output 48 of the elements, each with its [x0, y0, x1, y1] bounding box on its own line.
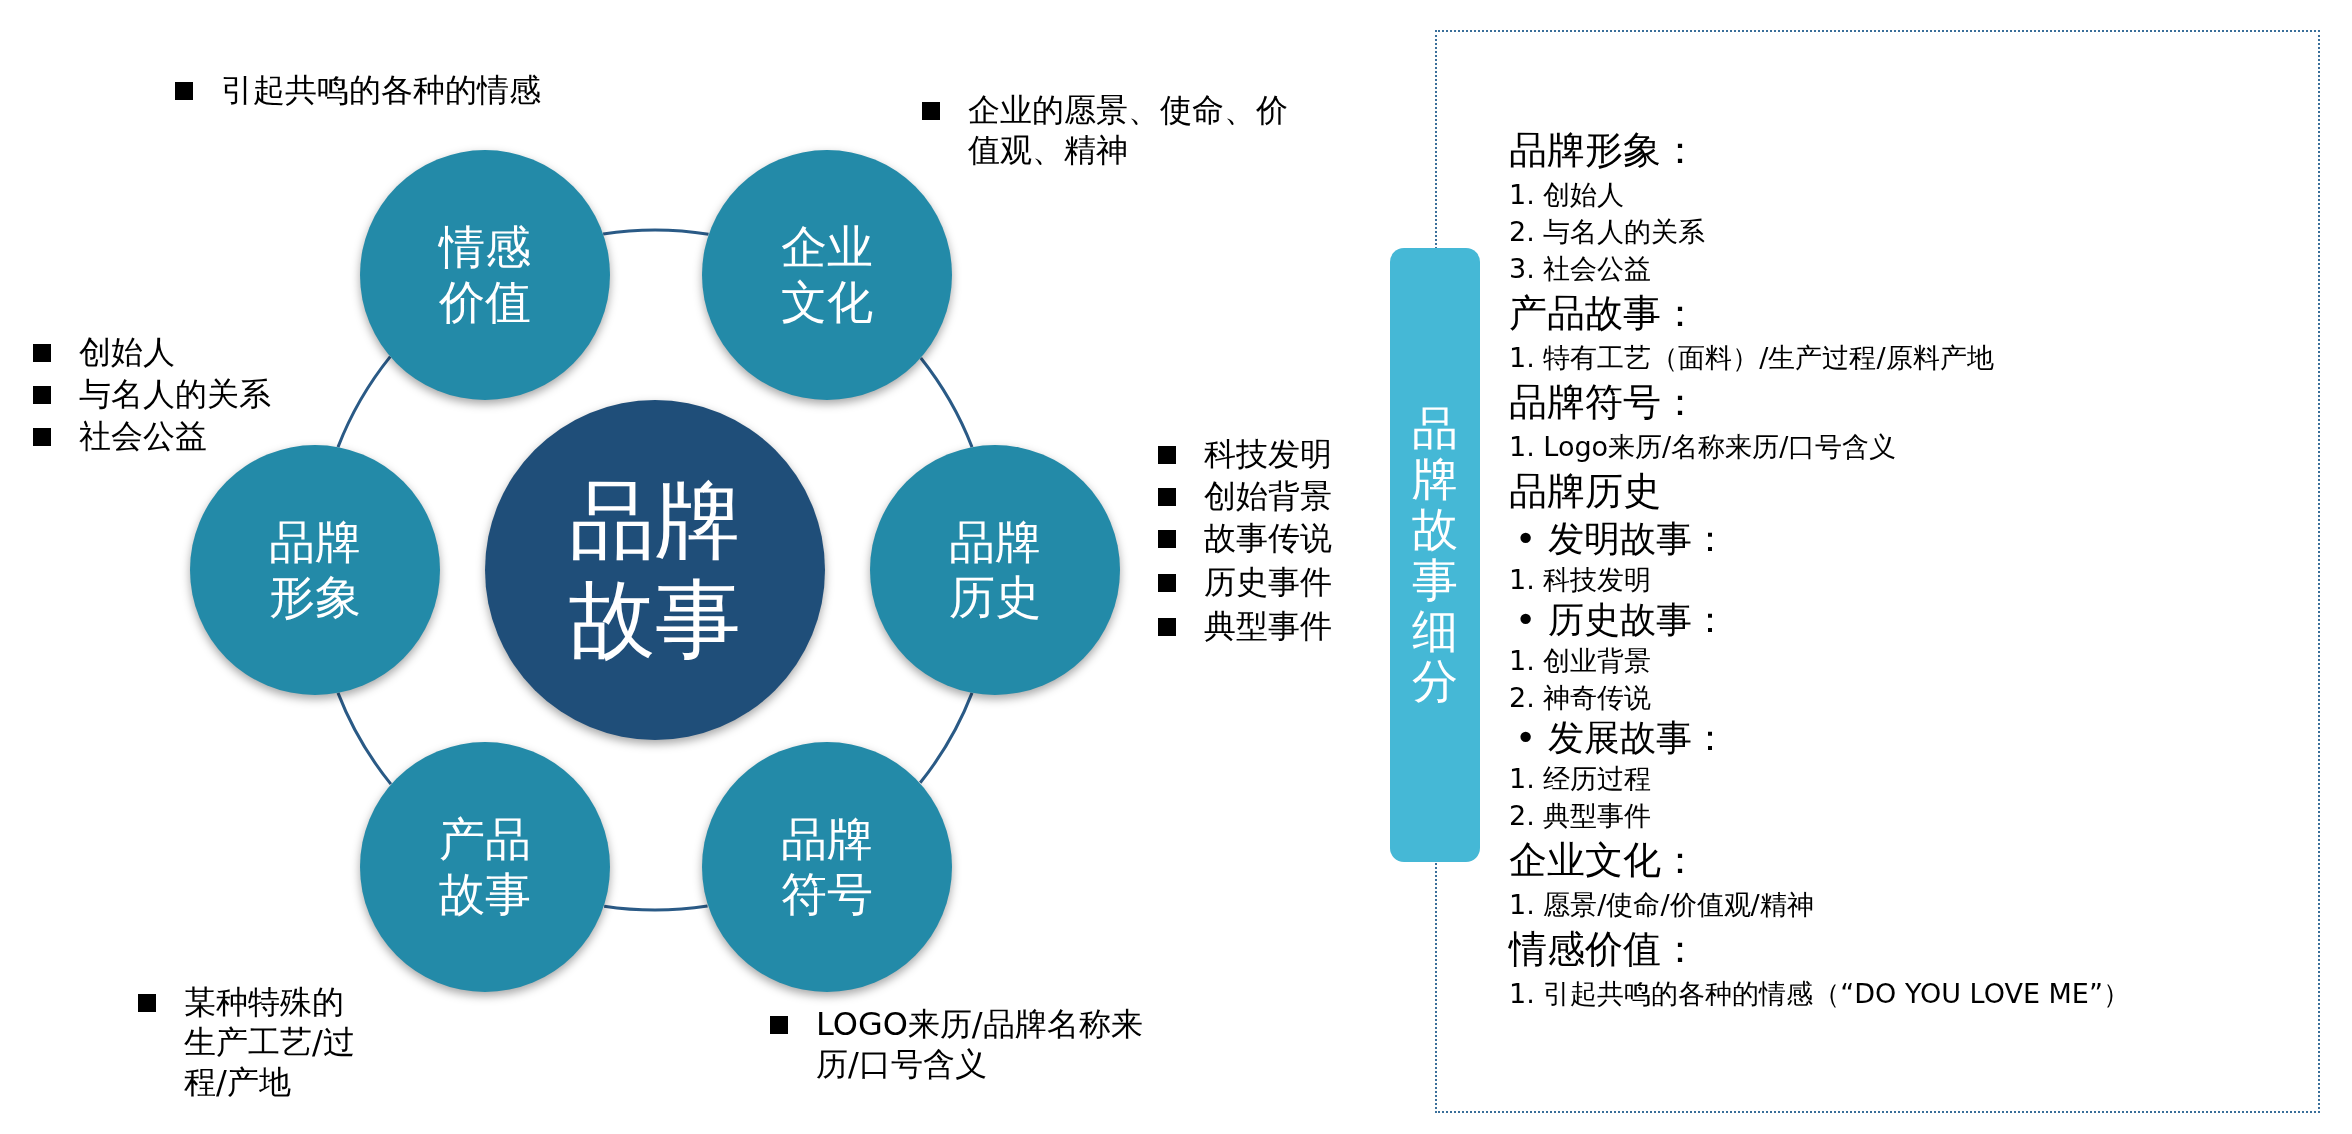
- circle-label: 产品故事: [439, 811, 531, 923]
- list-item: 2. 与名人的关系: [1509, 215, 1707, 249]
- bullet-text: 故事传说: [1204, 518, 1332, 558]
- list-item: 2. 神奇传说: [1509, 681, 1653, 715]
- list-item: 1. Logo来历/名称来历/口号含义: [1509, 430, 1898, 464]
- bullet-text: 某种特殊的生产工艺/过程/产地: [184, 982, 356, 1102]
- bullet-text: 科技发明: [1204, 434, 1332, 474]
- ring-connector: [919, 357, 974, 448]
- list-item: 1. 特有工艺（面料）/生产过程/原料产地: [1509, 341, 1995, 375]
- section-heading: 品牌符号：: [1509, 379, 1700, 426]
- ring-connector: [919, 692, 974, 784]
- vertical-title: 品牌故事细分: [1412, 403, 1458, 707]
- section-heading: 情感价值：: [1509, 926, 1700, 973]
- section-heading: • 历史故事：: [1514, 598, 1729, 642]
- list-item: 1. 经历过程: [1509, 762, 1653, 796]
- list-item: 1. 愿景/使命/价值观/精神: [1509, 888, 1815, 922]
- bullet-text: 社会公益: [79, 416, 207, 456]
- list-item: 1. 创始人: [1509, 178, 1626, 212]
- vertical-title-bar: [1390, 248, 1480, 862]
- circle-label: 情感价值: [439, 219, 531, 331]
- list-item: 1. 创业背景: [1509, 644, 1653, 678]
- ring-connector: [336, 355, 392, 448]
- list-item: 2. 典型事件: [1509, 799, 1653, 833]
- section-heading: 企业文化：: [1509, 837, 1700, 884]
- list-item: 1. 科技发明: [1509, 563, 1653, 597]
- list-item: 1. 引起共鸣的各种的情感（“DO YOU LOVE ME”）: [1509, 977, 2131, 1011]
- ring-connector: [603, 228, 709, 236]
- section-heading: 品牌历史: [1509, 468, 1662, 515]
- bullet-text: 创始背景: [1204, 476, 1332, 516]
- section-heading: 品牌形象：: [1509, 127, 1700, 174]
- bullet-text: 典型事件: [1204, 606, 1332, 646]
- bullet-text: 与名人的关系: [79, 374, 271, 414]
- bullet-text: 历史事件: [1204, 562, 1332, 602]
- section-heading: • 发展故事：: [1514, 716, 1729, 760]
- list-item: 3. 社会公益: [1509, 252, 1653, 286]
- circle-label: 品牌历史: [949, 514, 1041, 626]
- section-heading: • 发明故事：: [1514, 517, 1729, 561]
- circle-label: 企业文化: [781, 219, 873, 331]
- bullet-text: LOGO来历/品牌名称来历/口号含义: [816, 1004, 1144, 1084]
- ring-connector: [604, 904, 708, 912]
- circle-label: 品牌符号: [781, 811, 873, 923]
- bullet-text: 企业的愿景、使命、价值观、精神: [968, 90, 1289, 170]
- circle-label: 品牌故事: [569, 471, 741, 669]
- bullet-text: 创始人: [79, 332, 175, 372]
- bullet-text: 引起共鸣的各种的情感: [221, 70, 541, 110]
- ring-connector: [336, 692, 393, 785]
- section-heading: 产品故事：: [1509, 290, 1700, 337]
- circle-label: 品牌形象: [269, 514, 361, 626]
